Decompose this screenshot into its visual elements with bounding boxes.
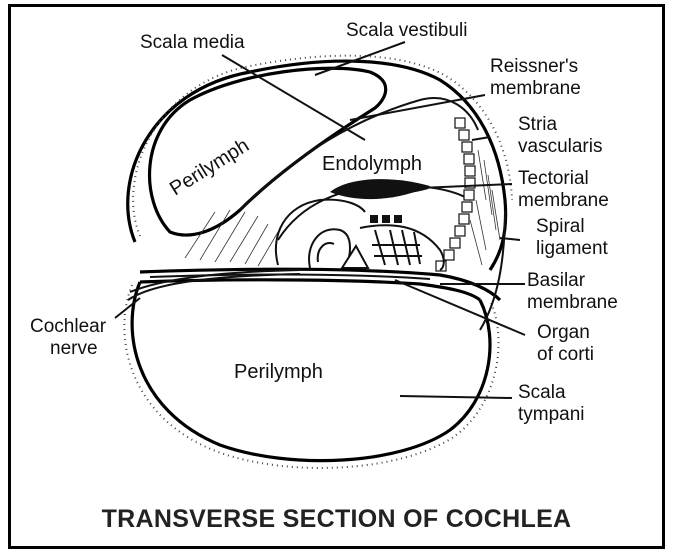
label-stria-1: Stria: [518, 114, 558, 135]
label-organ-2: of corti: [537, 344, 594, 365]
leader-organ-corti: [395, 280, 525, 335]
label-spiral-1: Spiral: [536, 216, 585, 237]
label-scala-tympani-2: tympani: [518, 404, 585, 425]
label-reissners-1: Reissner's: [490, 56, 578, 77]
leader-cochlear-nerve: [115, 298, 140, 318]
label-stria-2: vascularis: [518, 136, 602, 157]
stria-vascularis-cells: [436, 118, 475, 271]
label-scala-media: Scala media: [140, 32, 245, 53]
basilar-membrane-lower: [140, 280, 480, 300]
diagram-title: TRANSVERSE SECTION OF COCHLEA: [0, 505, 673, 534]
organ-of-corti: [309, 215, 444, 270]
label-cochlear-2: nerve: [50, 338, 98, 359]
label-scala-tympani-1: Scala: [518, 382, 566, 403]
label-cochlear-1: Cochlear: [30, 316, 107, 337]
tectorial-membrane: [330, 179, 430, 199]
label-spiral-2: ligament: [536, 238, 609, 259]
region-perilymph-upper: Perilymph: [166, 134, 253, 200]
label-tectorial-1: Tectorial: [518, 168, 589, 189]
label-tectorial-2: membrane: [518, 190, 609, 211]
leader-reissners: [350, 95, 485, 120]
region-perilymph-lower: Perilymph: [234, 361, 323, 383]
label-basilar-2: membrane: [527, 292, 618, 313]
cochlear-nerve: [128, 270, 300, 300]
label-basilar-1: Basilar: [527, 270, 586, 291]
scala-vestibuli-inner: [150, 68, 386, 235]
label-reissners-2: membrane: [490, 78, 581, 99]
leader-scala-tympani: [400, 396, 512, 398]
region-endolymph: Endolymph: [322, 153, 422, 175]
label-organ-1: Organ: [537, 322, 590, 343]
outer-stipple: [133, 56, 512, 236]
label-scala-vestibuli: Scala vestibuli: [346, 20, 467, 41]
leader-stria: [472, 137, 490, 140]
